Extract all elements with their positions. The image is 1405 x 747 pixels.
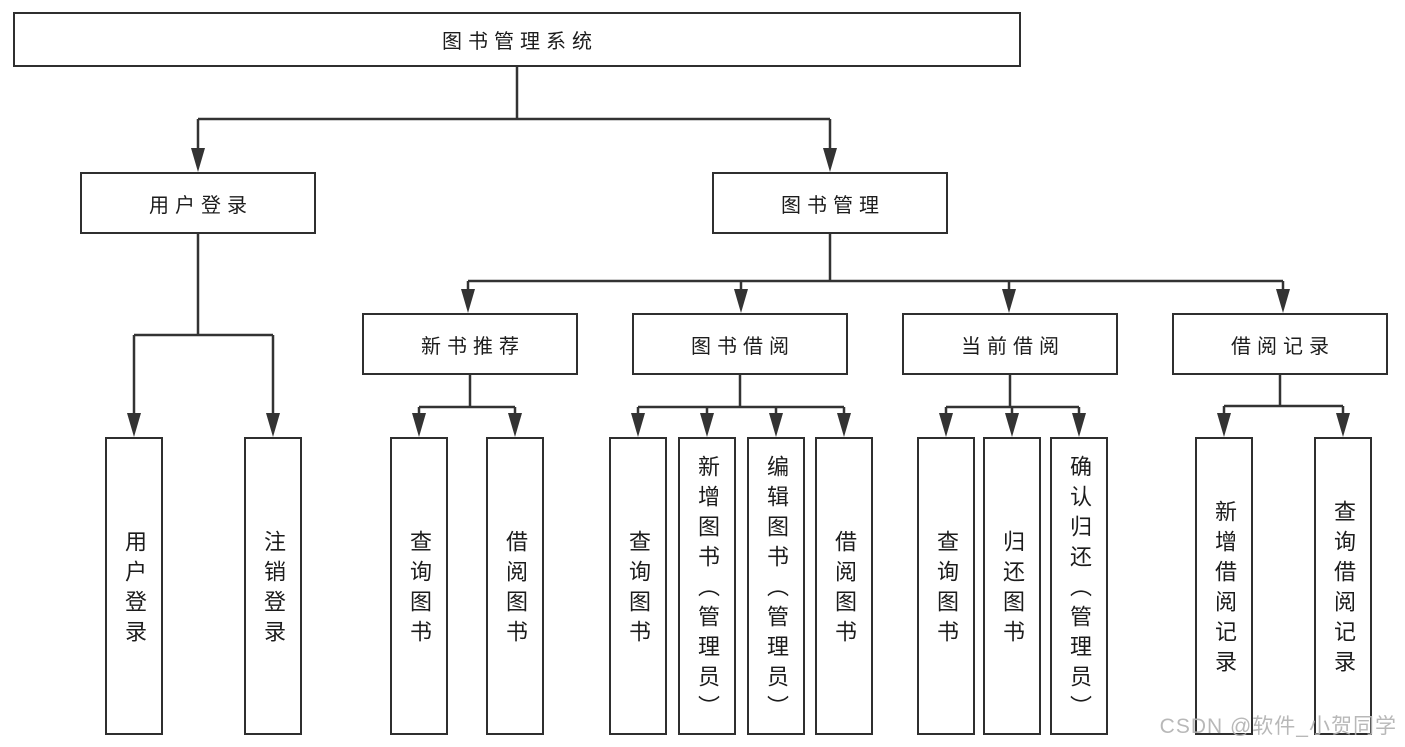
leaf-return-book-label: 归还图书 xyxy=(1000,530,1025,650)
node-new-book-recommend: 新书推荐 xyxy=(362,313,578,375)
leaf-logout: 注销登录 xyxy=(244,437,302,735)
leaf-add-book-admin-label: 新增图书（管理员） xyxy=(695,455,720,725)
node-book-management-label: 图书管理 xyxy=(781,194,885,217)
leaf-query-borrow-record-label: 查询借阅记录 xyxy=(1331,500,1356,680)
node-root: 图书管理系统 xyxy=(13,12,1021,67)
leaf-edit-book-admin-label: 编辑图书（管理员） xyxy=(764,455,789,725)
leaf-borrow-book-recommend: 借阅图书 xyxy=(486,437,544,735)
leaf-query-book-borrow: 查询图书 xyxy=(609,437,667,735)
leaf-borrow-book-recommend-label: 借阅图书 xyxy=(503,530,528,650)
node-root-label: 图书管理系统 xyxy=(442,31,598,53)
leaf-add-borrow-record: 新增借阅记录 xyxy=(1195,437,1253,735)
leaf-query-book-current-label: 查询图书 xyxy=(934,530,959,650)
leaf-edit-book-admin: 编辑图书（管理员） xyxy=(747,437,805,735)
leaf-query-book-current: 查询图书 xyxy=(917,437,975,735)
arrowheads xyxy=(127,148,1350,437)
node-book-borrow-label: 图书借阅 xyxy=(691,335,795,358)
leaf-return-book: 归还图书 xyxy=(983,437,1041,735)
leaf-logout-label: 注销登录 xyxy=(261,530,286,650)
node-new-book-recommend-label: 新书推荐 xyxy=(421,335,525,358)
leaf-confirm-return-admin-label: 确认归还（管理员） xyxy=(1067,455,1092,725)
csdn-watermark: CSDN @软件_小贺同学 xyxy=(1159,715,1397,738)
leaf-query-book-recommend-label: 查询图书 xyxy=(407,530,432,650)
node-borrow-record: 借阅记录 xyxy=(1172,313,1388,375)
node-current-borrow: 当前借阅 xyxy=(902,313,1118,375)
leaf-user-login: 用户登录 xyxy=(105,437,163,735)
leaf-borrow-book: 借阅图书 xyxy=(815,437,873,735)
leaf-add-borrow-record-label: 新增借阅记录 xyxy=(1212,500,1237,680)
leaf-query-book-borrow-label: 查询图书 xyxy=(626,530,651,650)
node-current-borrow-label: 当前借阅 xyxy=(961,335,1065,358)
node-borrow-record-label: 借阅记录 xyxy=(1231,335,1335,358)
leaf-add-book-admin: 新增图书（管理员） xyxy=(678,437,736,735)
node-user-login: 用户登录 xyxy=(80,172,316,234)
leaf-query-borrow-record: 查询借阅记录 xyxy=(1314,437,1372,735)
leaf-confirm-return-admin: 确认归还（管理员） xyxy=(1050,437,1108,735)
leaf-user-login-label: 用户登录 xyxy=(122,530,147,650)
leaf-borrow-book-label: 借阅图书 xyxy=(832,530,857,650)
leaf-query-book-recommend: 查询图书 xyxy=(390,437,448,735)
node-book-borrow: 图书借阅 xyxy=(632,313,848,375)
node-book-management: 图书管理 xyxy=(712,172,948,234)
node-user-login-label: 用户登录 xyxy=(149,194,253,217)
